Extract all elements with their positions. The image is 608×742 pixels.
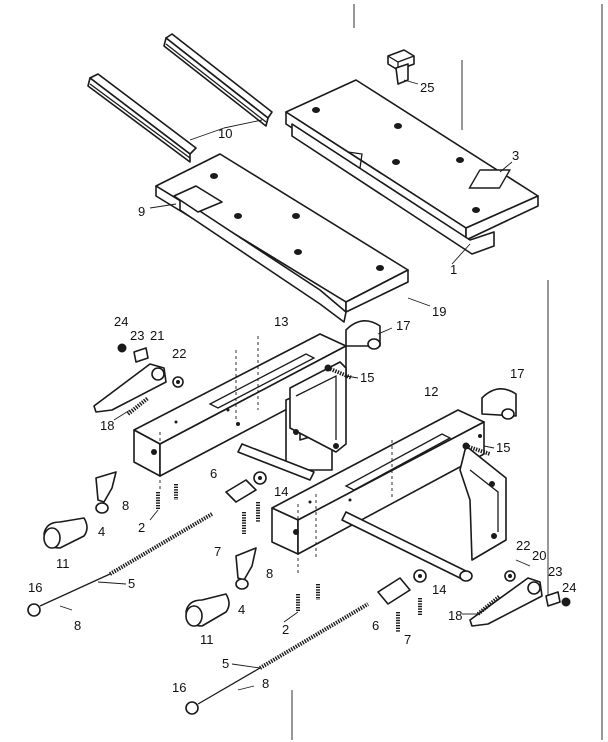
callout-17-lower: 17 xyxy=(510,366,524,381)
callout-4-upper: 4 xyxy=(98,524,105,539)
callout-23-left: 23 xyxy=(130,328,144,343)
callout-8-upper: 8 xyxy=(122,498,129,513)
callout-7-upper: 7 xyxy=(214,544,221,559)
crank-handle-part-4-upper xyxy=(95,471,117,514)
clamp-assembly-left xyxy=(93,343,184,416)
callout-8-left: 8 xyxy=(74,618,81,633)
callout-22-left: 22 xyxy=(172,346,186,361)
swivel-head-part-6-lower xyxy=(377,569,427,632)
side-stand-left xyxy=(289,361,347,453)
clamp-assembly-right xyxy=(469,570,571,627)
screws-part-2-lower xyxy=(296,584,320,612)
callout-17-upper: 17 xyxy=(396,318,410,333)
callout-15-lower: 15 xyxy=(496,440,510,455)
pivot-bracket-part-17-upper xyxy=(345,320,381,350)
lead-screw-part-5-lower xyxy=(185,602,370,715)
cross-rods xyxy=(237,443,473,582)
callout-24-right: 24 xyxy=(562,580,576,595)
callout-11-lower: 11 xyxy=(200,632,214,647)
callout-5-upper: 5 xyxy=(128,576,135,591)
callout-16-upper: 16 xyxy=(28,580,42,595)
callout-6-upper: 6 xyxy=(210,466,217,481)
callout-25: 25 xyxy=(420,80,434,95)
callout-6-lower: 6 xyxy=(372,618,379,633)
callout-1: 1 xyxy=(450,262,457,277)
callout-18-right: 18 xyxy=(448,608,462,623)
lead-screw-part-5-upper xyxy=(27,512,214,617)
knob-part-11-lower xyxy=(185,593,230,627)
callout-5-lower: 5 xyxy=(222,656,229,671)
swivel-head-part-6-upper xyxy=(225,471,267,534)
top-rail-part-10-back xyxy=(163,33,273,127)
callout-15-upper: 15 xyxy=(360,370,374,385)
callout-10: 10 xyxy=(218,126,232,141)
callout-8-mid: 8 xyxy=(266,566,273,581)
callout-labels: 25 10 3 9 1 19 24 23 21 13 17 22 15 17 1… xyxy=(28,80,576,695)
pivot-bracket-part-17-lower xyxy=(481,388,517,420)
callout-2-upper: 2 xyxy=(138,520,145,535)
callout-2-lower: 2 xyxy=(282,622,289,637)
screws-part-2-upper xyxy=(156,484,178,510)
page-edge-lines xyxy=(291,4,603,740)
callout-24-left: 24 xyxy=(114,314,128,329)
callout-14-lower: 14 xyxy=(432,582,446,597)
callout-16-lower: 16 xyxy=(172,680,186,695)
callout-3: 3 xyxy=(512,148,519,163)
callout-9: 9 xyxy=(138,204,145,219)
callout-11-upper: 11 xyxy=(56,556,70,571)
callout-23-right: 23 xyxy=(548,564,562,579)
vise-jaw-part-9 xyxy=(155,153,409,323)
callout-leaders xyxy=(59,79,531,691)
clamp-knob-part-25 xyxy=(387,49,415,85)
callout-21: 21 xyxy=(150,328,164,343)
top-rail-part-10-front xyxy=(87,73,197,163)
crank-handle-part-4-lower xyxy=(235,547,257,590)
knob-part-11-upper xyxy=(43,517,88,549)
callout-20: 20 xyxy=(532,548,546,563)
callout-22-right: 22 xyxy=(516,538,530,553)
callout-8-lower: 8 xyxy=(262,676,269,691)
callout-19: 19 xyxy=(432,304,446,319)
bolt-part-15-lower xyxy=(462,442,491,456)
callout-7-lower: 7 xyxy=(404,632,411,647)
callout-12: 12 xyxy=(424,384,438,399)
callout-13: 13 xyxy=(274,314,288,329)
callout-4-lower: 4 xyxy=(238,602,245,617)
callout-14-upper: 14 xyxy=(274,484,288,499)
vise-jaw-part-3 xyxy=(285,79,539,255)
callout-18-left: 18 xyxy=(100,418,114,433)
frame-beam-part-13 xyxy=(133,333,347,490)
